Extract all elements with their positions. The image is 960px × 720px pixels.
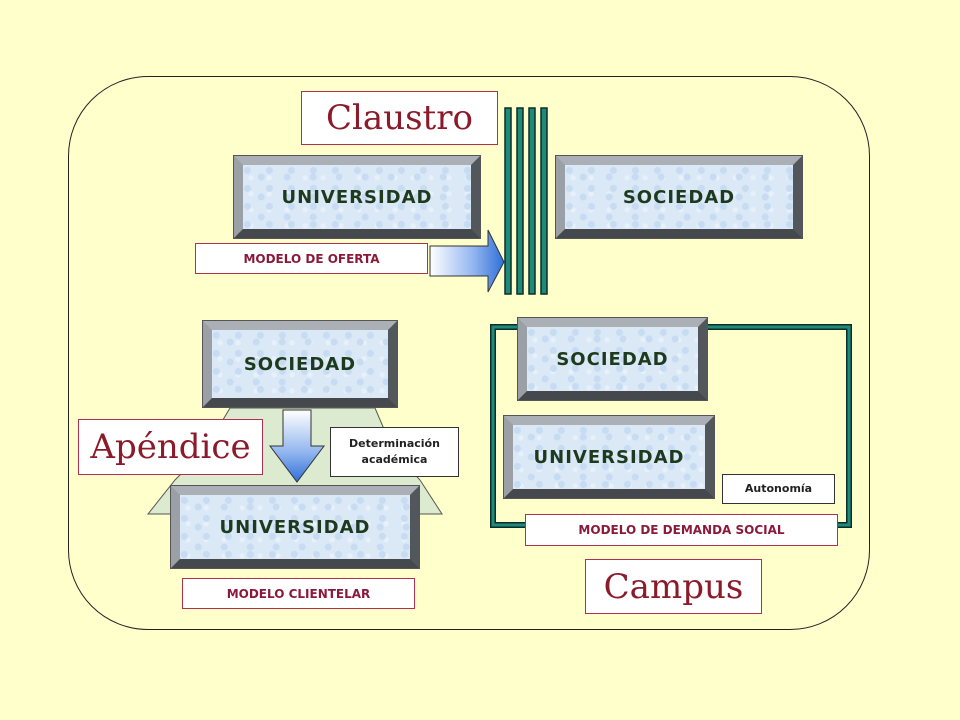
left-universidad-box: UNIVERSIDAD — [170, 485, 420, 569]
rounded-frame — [68, 76, 870, 630]
right-universidad-label: UNIVERSIDAD — [513, 425, 705, 489]
left-sociedad-box: SOCIEDAD — [202, 320, 398, 408]
left-universidad-label: UNIVERSIDAD — [180, 495, 410, 559]
apendice-title: Apéndice — [78, 419, 263, 475]
autonomia-note: Autonomía — [722, 474, 835, 504]
right-arrow — [429, 229, 505, 293]
campus-title: Campus — [585, 559, 762, 614]
top-universidad-box: UNIVERSIDAD — [233, 155, 481, 239]
modelo-demanda-label: MODELO DE DEMANDA SOCIAL — [525, 514, 838, 546]
right-sociedad-label: SOCIEDAD — [527, 327, 698, 391]
top-universidad-label: UNIVERSIDAD — [243, 165, 471, 229]
top-sociedad-box: SOCIEDAD — [555, 155, 803, 239]
down-arrow — [269, 409, 325, 483]
left-sociedad-label: SOCIEDAD — [212, 330, 388, 398]
claustro-title: Claustro — [301, 91, 498, 145]
right-universidad-box: UNIVERSIDAD — [503, 415, 715, 499]
claustro-wall — [504, 107, 548, 295]
right-sociedad-box: SOCIEDAD — [517, 317, 708, 401]
modelo-clientelar-label: MODELO CLIENTELAR — [182, 578, 415, 609]
determinacion-note: Determinación académica — [330, 427, 459, 477]
top-sociedad-label: SOCIEDAD — [565, 165, 793, 229]
modelo-oferta-label: MODELO DE OFERTA — [195, 243, 428, 274]
